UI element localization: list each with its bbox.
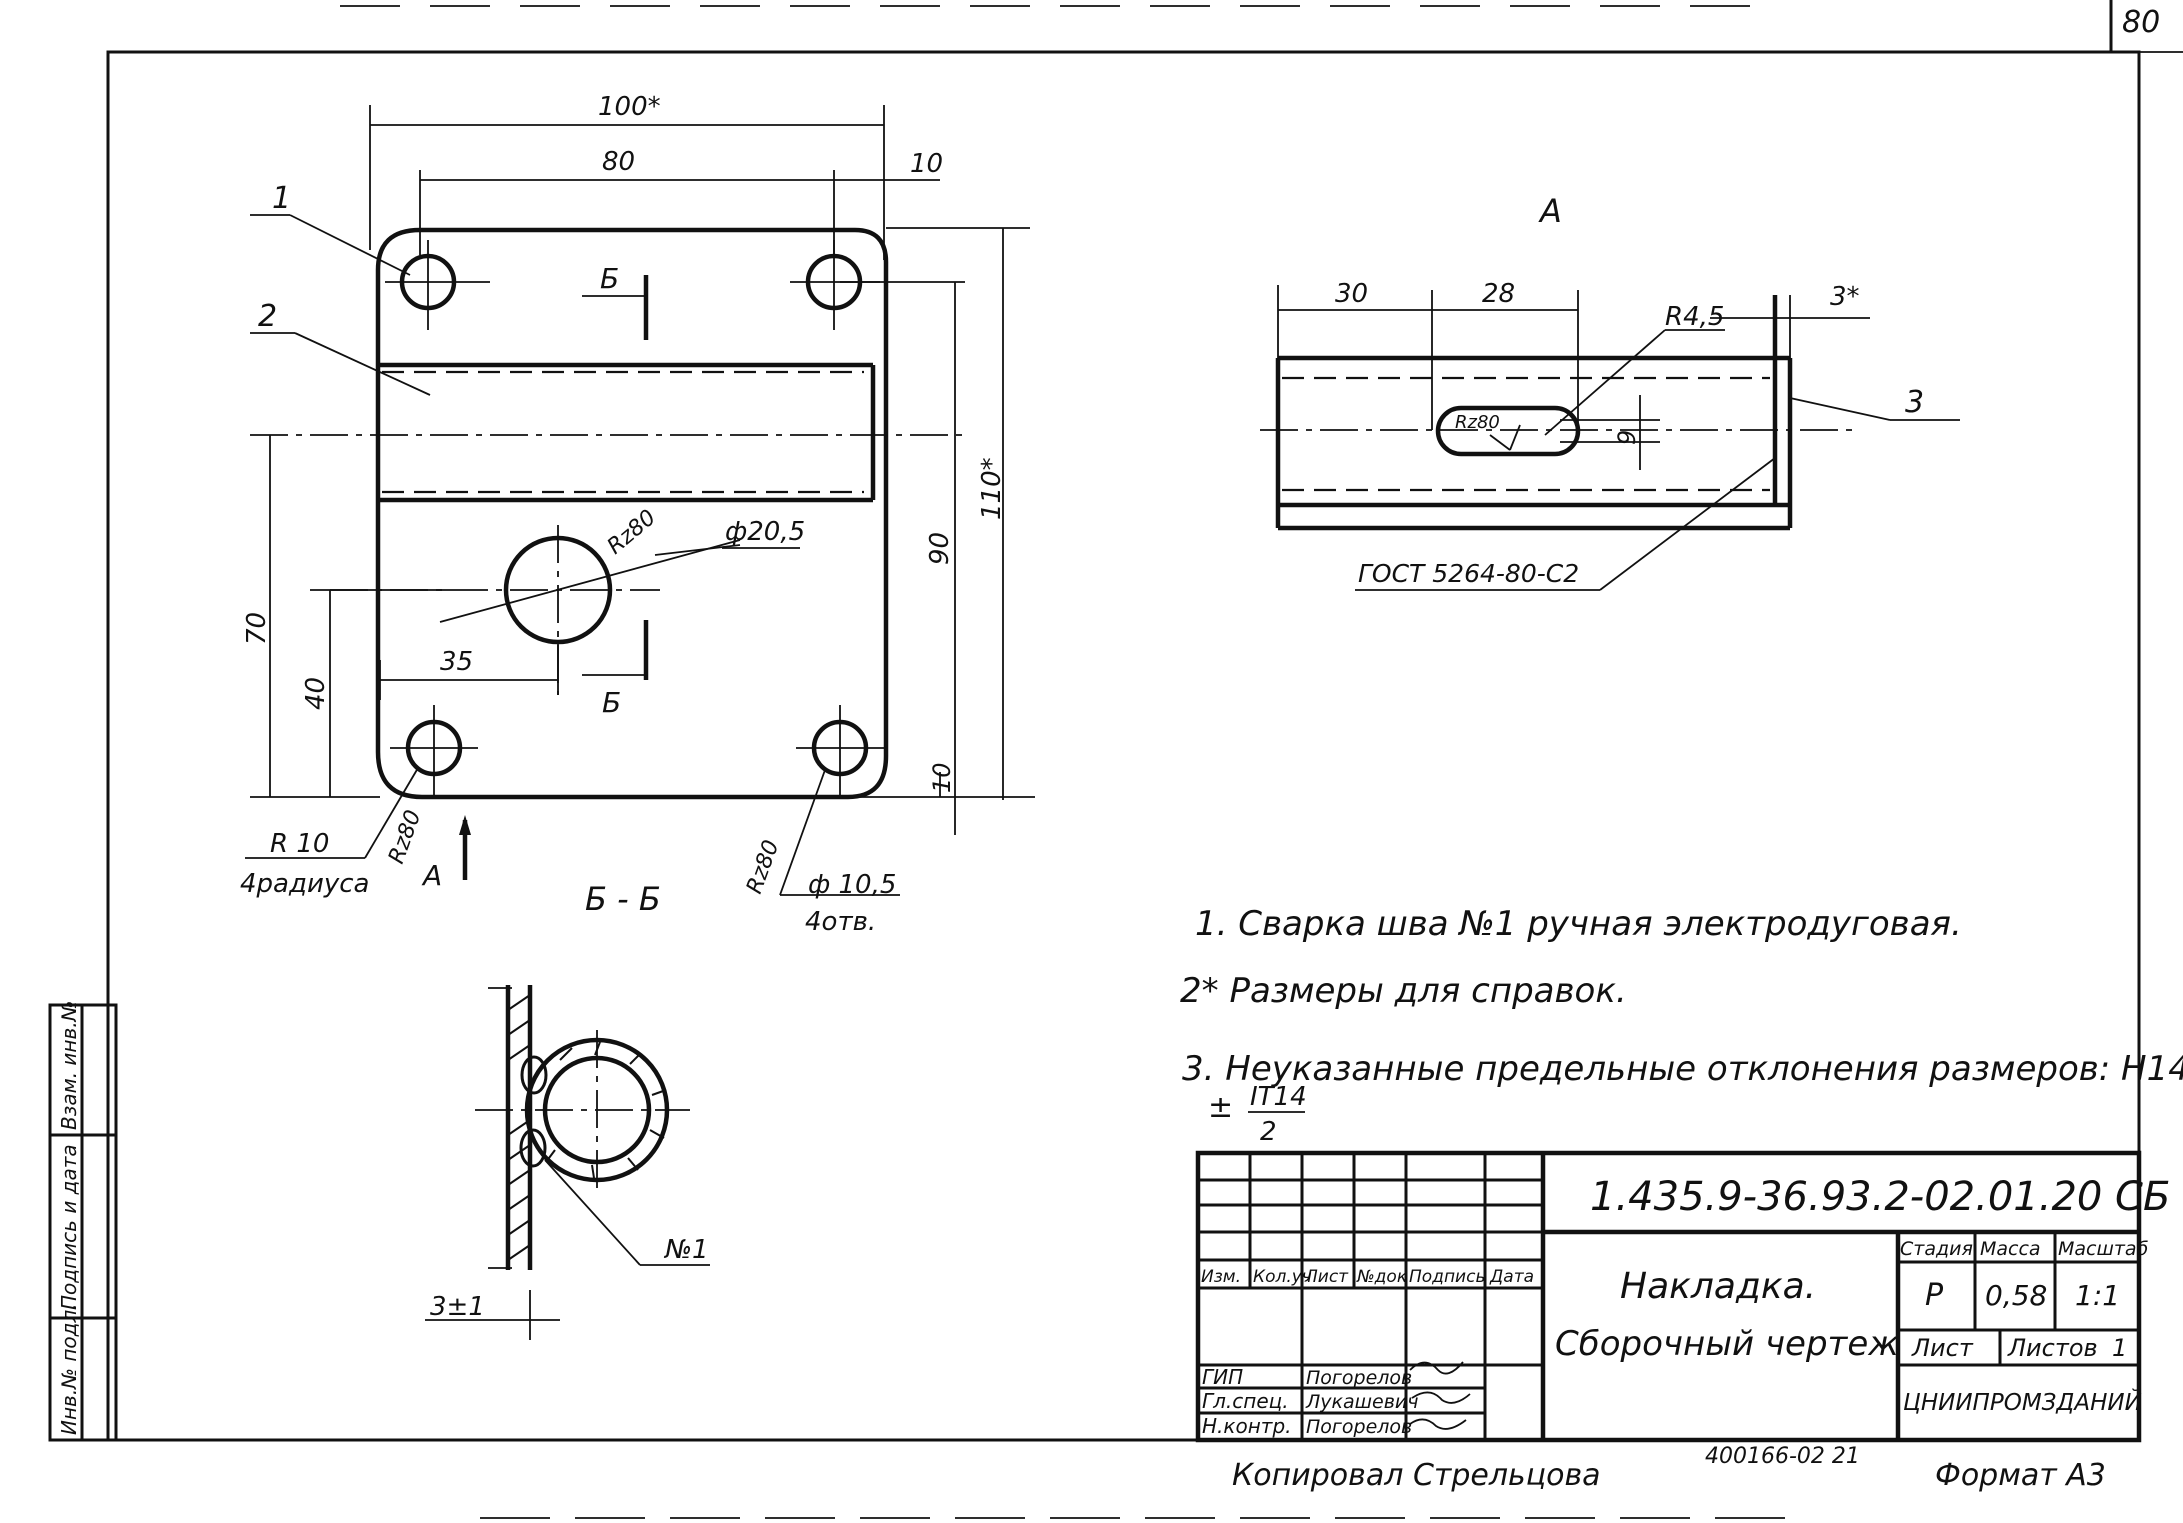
- label-gost: ГОСТ 5264-80-С2: [1358, 559, 1579, 588]
- dim-3: 3*: [1830, 282, 1860, 312]
- name-glspec: Лукашевич: [1305, 1391, 1419, 1413]
- view-arrow-label: А: [421, 859, 442, 892]
- label-r10: R 10: [270, 829, 329, 859]
- note-3: 3. Неуказанные предельные отклонения раз…: [1182, 1049, 2183, 1089]
- section-view: [425, 985, 710, 1340]
- name-gip: Погорелов: [1306, 1367, 1412, 1389]
- dim-3-pm-1: 3±1: [430, 1292, 485, 1322]
- role-nkontr: Н.контр.: [1202, 1414, 1292, 1438]
- leader-2: 2: [258, 299, 277, 334]
- dim-10-top: 10: [910, 149, 943, 179]
- dim-100: 100*: [598, 92, 661, 122]
- copied-by: Копировал Стрельцова: [1232, 1458, 1601, 1493]
- side-stamp: [48, 1003, 118, 1442]
- label-phi-10-5-note: 4отв.: [805, 907, 876, 937]
- title-name-1: Накладка.: [1620, 1266, 1816, 1307]
- signature-marks: [1409, 1361, 1471, 1430]
- side-cell-sign: Подпись и дата: [57, 1144, 81, 1310]
- dim-30: 30: [1335, 279, 1368, 309]
- weld-label: №1: [663, 1235, 709, 1265]
- view-a-label: А: [1538, 192, 1562, 230]
- leader-1: 1: [272, 181, 291, 216]
- label-r10-note: 4радиуса: [240, 869, 369, 899]
- format-label: Формат А3: [1935, 1458, 2106, 1493]
- notes: 1. Сварка шва №1 ручная электродуговая. …: [1180, 904, 2183, 1147]
- main-view: [250, 227, 970, 880]
- col-data: Дата: [1489, 1267, 1534, 1287]
- name-nkontr: Погорелов: [1306, 1416, 1412, 1438]
- stage-label: Стадия: [1900, 1238, 1973, 1260]
- order-number: 400166-02 21: [1705, 1444, 1860, 1469]
- dim-35: 35: [440, 647, 473, 677]
- mass-label: Масса: [1980, 1238, 2041, 1260]
- org-name: ЦНИИПРОМЗДАНИЙ: [1903, 1388, 2142, 1416]
- dim-110: 110*: [977, 457, 1007, 520]
- dim-28: 28: [1482, 279, 1515, 309]
- view-a: [1260, 285, 1960, 591]
- role-glspec: Гл.спец.: [1202, 1389, 1289, 1413]
- cut-mark-top: Б: [600, 262, 619, 295]
- note-3-pm: ±: [1208, 1090, 1233, 1125]
- sheet-label: Лист: [1911, 1334, 1974, 1362]
- role-gip: ГИП: [1202, 1365, 1243, 1389]
- col-izm: Изм.: [1201, 1267, 1241, 1287]
- sheets-value: 1: [2112, 1334, 2127, 1362]
- dim-9: 9: [1613, 430, 1641, 445]
- note-3-denominator: 2: [1260, 1117, 1277, 1147]
- mass-value: 0,58: [1985, 1279, 2047, 1312]
- col-podp: Подпись: [1409, 1267, 1485, 1287]
- col-ndok: №док: [1356, 1267, 1408, 1287]
- dim-70: 70: [242, 612, 272, 645]
- dim-80: 80: [602, 147, 635, 177]
- dim-40: 40: [301, 677, 331, 710]
- col-kol: Кол.уч: [1253, 1267, 1312, 1287]
- side-cell-vzam: Взам. инв.№: [57, 1001, 81, 1130]
- scale-value: 1:1: [2075, 1279, 2120, 1312]
- cut-mark-bottom: Б: [602, 686, 621, 719]
- label-r4-5: R4,5: [1665, 302, 1724, 332]
- page-number: 80: [2122, 5, 2160, 40]
- scale-label: Масштаб: [2058, 1238, 2149, 1260]
- title-block: [1195, 1150, 2142, 1443]
- doc-number: 1.435.9-36.93.2-02.01.20 СБ: [1590, 1174, 2170, 1220]
- sheets-label: Листов: [2007, 1334, 2098, 1362]
- side-cell-inv: Инв.№ подл.: [57, 1303, 81, 1435]
- dim-10-bottom: 10: [928, 762, 956, 793]
- dim-90: 90: [925, 532, 955, 565]
- label-rz80-right: Rz80: [742, 837, 784, 897]
- main-leaders: [245, 214, 900, 896]
- note-3-numerator: IT14: [1250, 1082, 1307, 1112]
- col-list: Лист: [1304, 1267, 1349, 1287]
- main-dimensions: [250, 105, 1035, 835]
- stage-value: Р: [1925, 1278, 1944, 1313]
- label-phi-10-5: ф 10,5: [808, 870, 896, 900]
- note-1: 1. Сварка шва №1 ручная электродуговая.: [1195, 904, 1962, 944]
- note-2: 2* Размеры для справок.: [1180, 971, 1627, 1011]
- label-rz80-center: Rz80: [603, 505, 661, 559]
- title-name-2: Сборочный чертеж: [1555, 1324, 1899, 1364]
- sheet-frame: [106, 0, 2183, 1519]
- label-rz80-slot: Rz80: [1455, 412, 1500, 433]
- leader-3: 3: [1905, 385, 1924, 420]
- label-phi-20-5: ф20,5: [725, 517, 805, 547]
- section-label: Б - Б: [585, 880, 661, 918]
